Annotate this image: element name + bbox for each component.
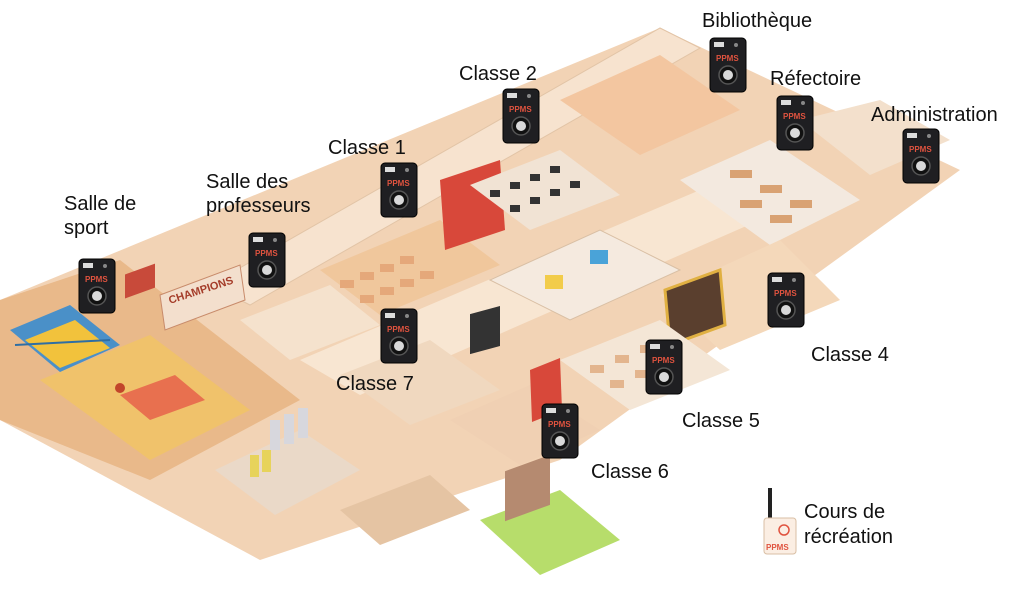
library-floor xyxy=(560,55,740,155)
wall-mounted-alert-box-icon: PPMS xyxy=(902,128,940,184)
champions-banner xyxy=(159,264,246,331)
restroom-block xyxy=(488,229,682,321)
playground-legend: PPMS Cours de récréation xyxy=(762,488,1022,558)
wall-mounted-alert-box-icon: PPMS xyxy=(767,272,805,328)
class7-board xyxy=(470,306,500,355)
teachers-room-label-line2: professeurs xyxy=(206,195,311,217)
ppms-device-teachers-room[interactable]: PPMS xyxy=(248,232,286,288)
gym-label-line1: Salle de xyxy=(64,193,137,215)
outdoor-device-model: PPMS xyxy=(766,543,789,552)
svg-text:PPMS: PPMS xyxy=(387,325,410,334)
wall-mounted-alert-box-icon: PPMS xyxy=(709,37,747,93)
playground-legend-line2: récréation xyxy=(804,526,893,548)
svg-text:PPMS: PPMS xyxy=(909,145,932,154)
ppms-device-library[interactable]: PPMS xyxy=(709,37,747,93)
teachers-room-label-line1: Salle des xyxy=(206,171,289,193)
svg-text:PPMS: PPMS xyxy=(85,275,108,284)
svg-text:PPMS: PPMS xyxy=(255,249,278,258)
class5-floor xyxy=(560,320,730,410)
playground-legend-line1: Cours de xyxy=(804,501,886,523)
class2-computers xyxy=(490,166,580,212)
teachers-room-label: Salle des professeurs xyxy=(206,170,311,218)
canteen-tables xyxy=(730,170,812,223)
lockers xyxy=(250,408,308,477)
ppms-device-class4[interactable]: PPMS xyxy=(767,272,805,328)
playground-legend-text: Cours de récréation xyxy=(804,500,893,550)
class6-label: Classe 6 xyxy=(591,461,669,483)
class4-label: Classe 4 xyxy=(811,344,889,366)
wall-mounted-alert-box-icon: PPMS xyxy=(541,403,579,459)
ppms-device-class6[interactable]: PPMS xyxy=(541,403,579,459)
wall-mounted-alert-box-icon: PPMS xyxy=(248,232,286,288)
svg-text:PPMS: PPMS xyxy=(387,179,410,188)
gym-label: Salle de sport xyxy=(64,192,136,240)
svg-text:PPMS: PPMS xyxy=(716,54,739,63)
court-key xyxy=(120,375,205,420)
gym-label-line2: sport xyxy=(64,217,109,239)
ppms-device-class1[interactable]: PPMS xyxy=(380,162,418,218)
class2-floor xyxy=(470,150,620,230)
scoreboard xyxy=(125,263,155,299)
class7-floor xyxy=(340,340,500,425)
ppms-device-canteen[interactable]: PPMS xyxy=(776,95,814,151)
wall-mounted-alert-box-icon: PPMS xyxy=(380,308,418,364)
wall-mounted-alert-box-icon: PPMS xyxy=(645,339,683,395)
ppms-device-gym[interactable]: PPMS xyxy=(78,258,116,314)
library-label: Bibliothèque xyxy=(702,10,813,32)
wall-mounted-alert-box-icon: PPMS xyxy=(502,88,540,144)
restroom-stall-yellow xyxy=(545,275,563,289)
playground-wall xyxy=(505,454,550,522)
svg-text:PPMS: PPMS xyxy=(548,420,571,429)
entrance-stairs xyxy=(340,475,470,545)
class2-label: Classe 2 xyxy=(459,63,537,85)
wall-mounted-alert-box-icon: PPMS xyxy=(380,162,418,218)
ppms-device-class2[interactable]: PPMS xyxy=(502,88,540,144)
wall-mounted-alert-box-icon: PPMS xyxy=(776,95,814,151)
class5-label: Classe 5 xyxy=(682,410,760,432)
admin-label: Administration xyxy=(871,104,998,126)
svg-text:PPMS: PPMS xyxy=(783,112,806,121)
ppms-device-class5[interactable]: PPMS xyxy=(645,339,683,395)
svg-text:PPMS: PPMS xyxy=(774,289,797,298)
ppms-device-admin[interactable]: PPMS xyxy=(902,128,940,184)
restroom-stall-blue xyxy=(590,250,608,264)
locker-room xyxy=(215,430,360,515)
class1-label: Classe 1 xyxy=(328,137,406,159)
basketball-icon xyxy=(115,383,125,393)
wall-mounted-alert-box-icon: PPMS xyxy=(78,258,116,314)
class7-label: Classe 7 xyxy=(336,373,414,395)
canteen-label: Réfectoire xyxy=(770,68,862,90)
svg-text:PPMS: PPMS xyxy=(509,105,532,114)
class1-desks xyxy=(340,256,434,303)
bleachers xyxy=(10,305,120,372)
svg-text:PPMS: PPMS xyxy=(652,356,675,365)
outdoor-antenna-alert-box-icon: PPMS xyxy=(763,488,797,555)
teachers-room-floor xyxy=(240,285,380,360)
ppms-device-class7[interactable]: PPMS xyxy=(380,308,418,364)
